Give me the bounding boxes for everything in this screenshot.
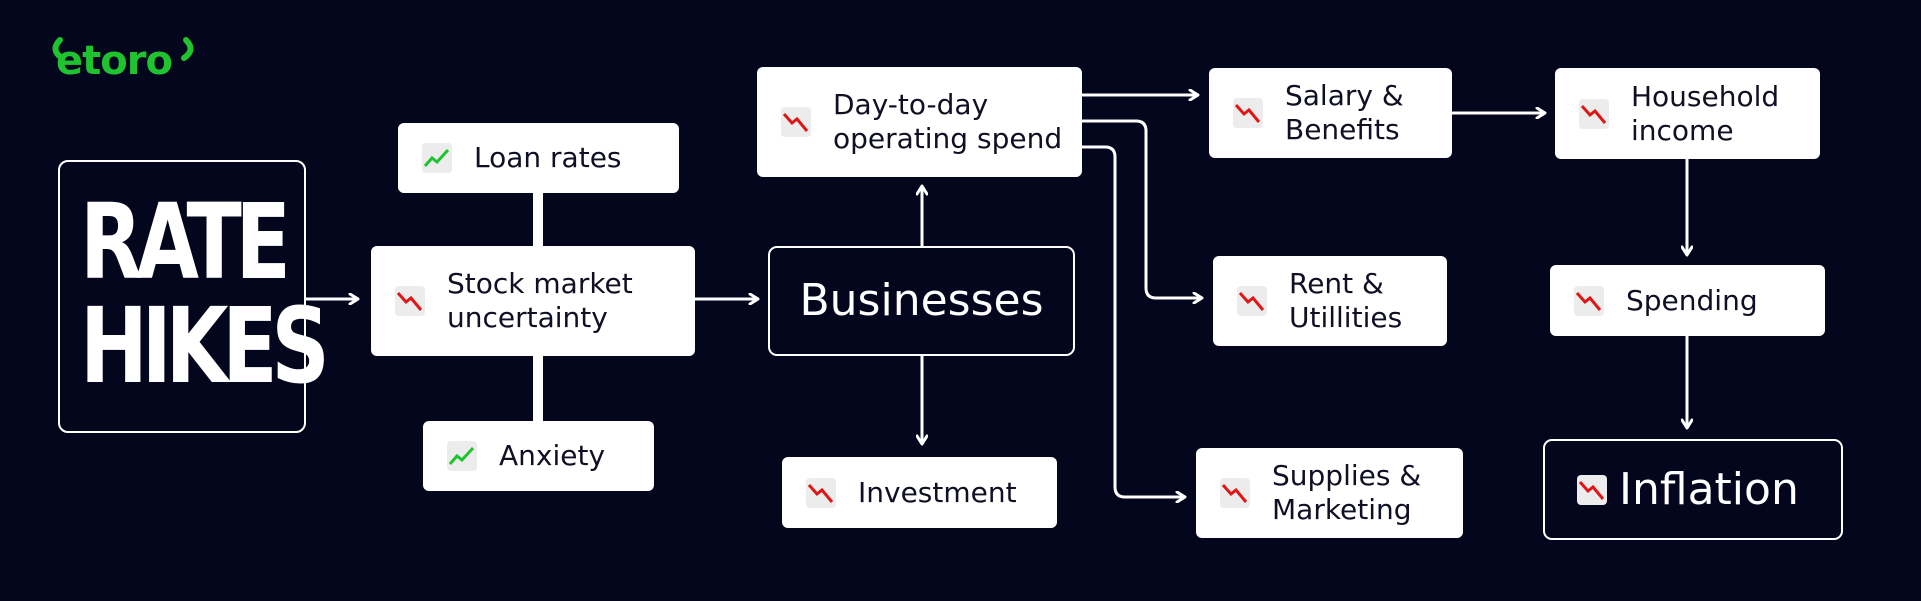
trend-down-icon [395,286,425,316]
trend-up-icon [447,441,477,471]
node-rent-utilities: Rent & Utillities [1213,256,1447,346]
trend-up-icon [422,143,452,173]
node-salary-benefits: Salary & Benefits [1209,68,1452,158]
trend-down-icon [1237,286,1267,316]
rate-hikes-title: RATE HIKES [80,181,330,407]
node-label: Businesses [799,275,1044,326]
edge-operating-spend-to-supplies [1082,145,1184,497]
node-label: Spending [1626,283,1758,317]
node-supplies-marketing: Supplies & Marketing [1196,448,1463,538]
node-inflation: Inflation [1543,439,1843,540]
node-spending: Spending [1550,265,1825,336]
node-loan-rates: Loan rates [398,123,679,193]
node-label: Day-to-day operating spend [833,88,1063,155]
trend-down-icon [1233,98,1263,128]
node-businesses: Businesses [768,246,1075,356]
trend-down-icon [806,477,836,508]
node-label: Investment [858,475,1017,509]
node-household-income: Household income [1555,68,1820,159]
node-label: Loan rates [474,141,622,174]
node-label: Stock market uncertainty [447,267,633,334]
node-stock-market-uncertainty: Stock market uncertainty [371,246,695,356]
rate-hikes-box [58,160,306,433]
bull-horns-icon [52,37,194,61]
node-day-to-day-operating-spend: Day-to-day operating spend [757,67,1082,177]
trend-down-icon [1577,474,1607,505]
node-label: Salary & Benefits [1285,79,1404,146]
node-label: Anxiety [499,439,606,472]
node-label: Supplies & Marketing [1272,459,1422,526]
node-label: Rent & Utillities [1289,267,1403,334]
node-label: Inflation [1619,463,1799,515]
trend-down-icon [1574,285,1604,316]
logo-wordmark: etoro [56,38,173,84]
trend-down-icon [781,107,811,137]
node-anxiety: Anxiety [423,421,654,491]
trend-down-icon [1220,478,1250,508]
trend-down-icon [1579,98,1609,129]
node-investment: Investment [782,457,1057,528]
node-label: Household income [1631,79,1780,147]
edge-operating-spend-to-rent [1082,119,1201,298]
